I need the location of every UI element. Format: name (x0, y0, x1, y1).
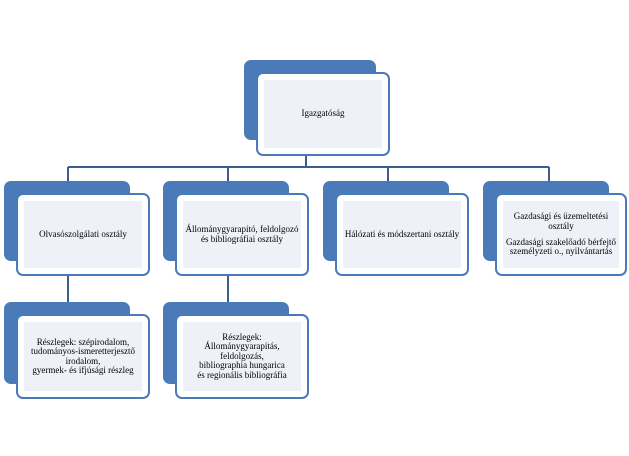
node-inner: Állománygyarapító, feldolgozó és bibliog… (183, 201, 301, 268)
node-reszlegek-olvasoszolgalat: Részlegek: szépirodalom, tudományos-isme… (4, 302, 150, 399)
node-igazgatosag: Igazgatóság (244, 60, 390, 156)
node-label-line: személyzeti o., nyilvántartás (509, 246, 613, 257)
node-label: Igazgatóság (301, 108, 345, 119)
node-label-line: és bibliográfiai osztály (201, 233, 283, 244)
node-label: Olvasószolgálati osztály (39, 228, 127, 239)
node-box: Olvasószolgálati osztály (16, 193, 150, 276)
node-box: Igazgatóság (256, 72, 390, 156)
node-label-line: bibliographia hungarica (199, 360, 285, 371)
node-label-line: irodalom, (65, 355, 101, 366)
node-allomanygyarapito-osztaly: Állománygyarapító, feldolgozó és bibliog… (163, 181, 309, 276)
node-label-line: tudományos-ismeretterjesztő (31, 346, 135, 357)
node-olvasoszolgalati-osztaly: Olvasószolgálati osztály (4, 181, 150, 276)
node-inner: Igazgatóság (264, 80, 382, 148)
node-box: Gazdasági és üzemeltetési osztály Gazdas… (495, 193, 627, 276)
node-inner: Hálózati és módszertani osztály (343, 201, 461, 268)
node-gazdasagi-osztaly: Gazdasági és üzemeltetési osztály Gazdas… (483, 181, 629, 276)
node-label-line: és regionális bibliográfia (197, 369, 287, 380)
node-inner: Gazdasági és üzemeltetési osztály Gazdas… (503, 201, 619, 268)
node-label-line: Gazdasági szakelőadó bérfejtő (506, 237, 616, 247)
node-label: Hálózati és módszertani osztály (344, 228, 460, 239)
node-box: Részlegek: Állománygyarapítás, feldolgoz… (175, 314, 309, 399)
node-label-line: Gazdasági és üzemeltetési (513, 211, 609, 222)
node-inner: Részlegek: Állománygyarapítás, feldolgoz… (183, 322, 301, 391)
node-label-line: feldolgozás, (220, 350, 264, 361)
node-box: Részlegek: szépirodalom, tudományos-isme… (16, 314, 150, 399)
node-label-line: Részlegek: (222, 331, 262, 342)
node-inner: Olvasószolgálati osztály (24, 201, 142, 268)
node-box: Állománygyarapító, feldolgozó és bibliog… (175, 193, 309, 276)
node-label-line: Részlegek: szépirodalom, (36, 336, 130, 347)
node-label-line: Állománygyarapítás, (204, 341, 280, 352)
node-label-line: Állománygyarapító, feldolgozó (185, 224, 299, 235)
node-label-line: osztály (548, 220, 574, 231)
node-box: Hálózati és módszertani osztály (335, 193, 469, 276)
node-reszlegek-allomanygyarapitas: Részlegek: Állománygyarapítás, feldolgoz… (163, 302, 309, 399)
node-inner: Részlegek: szépirodalom, tudományos-isme… (24, 322, 142, 391)
node-label-line: gyermek- és ifjúsági részleg (32, 364, 134, 375)
node-halozati-osztaly: Hálózati és módszertani osztály (323, 181, 469, 276)
